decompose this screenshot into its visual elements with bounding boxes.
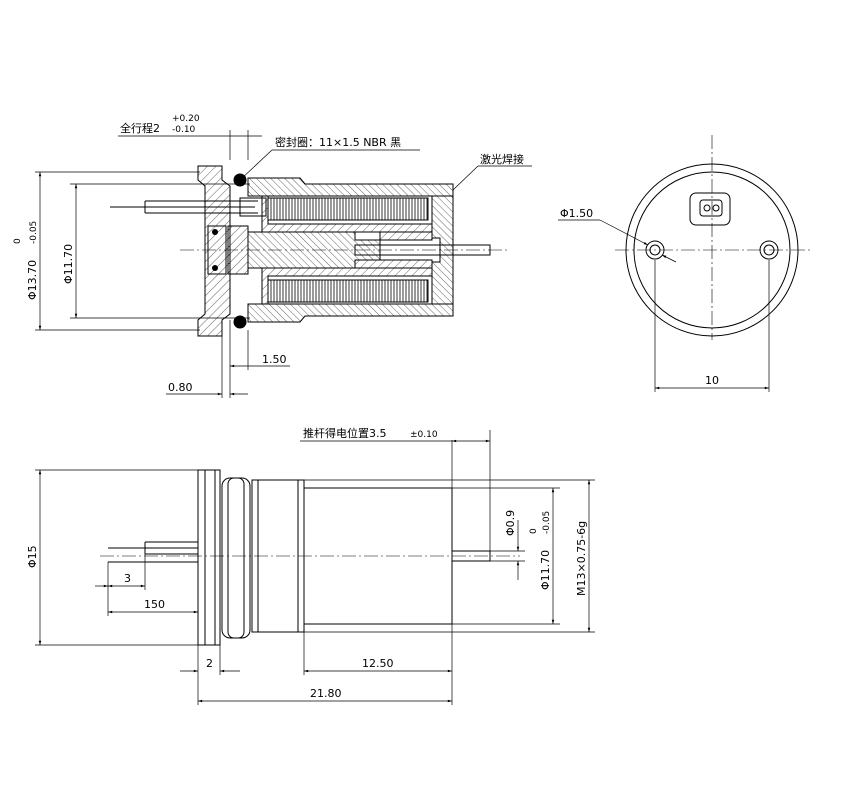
stroke-tol-upper: +0.20 [172, 114, 200, 124]
body-diameter-tol-lower: -0.05 [542, 511, 552, 534]
body-diameter-label: Φ11.70 [539, 550, 552, 590]
outer-diameter-label: Φ13.70 [26, 260, 39, 300]
weld-label: 激光焊接 [480, 152, 524, 166]
stroke-tol-lower: -0.10 [172, 125, 196, 135]
dim-150-side-label: 150 [144, 598, 165, 611]
outer-diameter-tol-upper: 0 [13, 238, 23, 244]
inner-diameter-label: Φ11.70 [62, 244, 75, 284]
body-diameter-tol-upper: 0 [529, 528, 539, 534]
dim-2-label: 2 [206, 657, 213, 670]
seal-label: 密封圈：11×1.5 NBR 黑 [275, 135, 401, 149]
dim-3-label: 3 [124, 572, 131, 585]
rod-diameter-label: Φ0.9 [504, 510, 517, 536]
push-position-tol: ±0.10 [410, 430, 438, 440]
side-diameter-15-label: Φ15 [26, 545, 39, 568]
hole-diameter-label: Φ1.50 [560, 207, 593, 220]
thread-label: M13×0.75-6g [575, 521, 588, 596]
outer-diameter-tol-lower: -0.05 [29, 221, 39, 244]
dim-2180-label: 21.80 [310, 687, 342, 700]
dim-080-label: 0.80 [168, 381, 193, 394]
end-view [558, 135, 810, 392]
dim-150-label: 1.50 [262, 353, 287, 366]
stroke-label: 全行程2 [120, 121, 160, 135]
side-view [35, 430, 595, 705]
section-view [35, 130, 532, 398]
hole-spacing-label: 10 [705, 374, 719, 387]
push-position-label: 推杆得电位置3.5 [303, 426, 387, 440]
dim-1250-label: 12.50 [362, 657, 394, 670]
